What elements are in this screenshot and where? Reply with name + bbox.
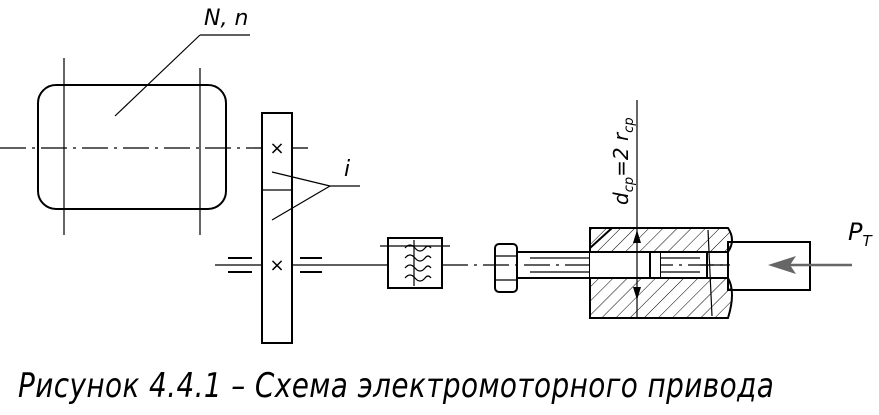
gear-lower-axis-mark: × — [269, 255, 284, 276]
gear-upper-axis-mark: × — [269, 138, 284, 159]
ratio-leader-line — [271, 171, 331, 187]
nut-section — [589, 227, 733, 319]
diameter-dimension: dср=2 rср — [609, 100, 641, 318]
gear-pair — [261, 112, 293, 344]
figure-caption: Рисунок 4.4.1 – Схема электромоторного п… — [18, 366, 775, 406]
gear-transmission: × × i — [228, 112, 360, 344]
motor-leader-line — [114, 34, 201, 117]
load-label: PT — [848, 218, 873, 250]
electric-motor: N, n — [0, 6, 262, 235]
load-force-arrow: PT — [768, 218, 873, 274]
gear-ratio-label: i — [344, 157, 350, 182]
motor-label: N, n — [204, 6, 248, 31]
coupling — [380, 237, 450, 289]
screw-head — [494, 243, 518, 293]
diameter-label: dср=2 rср — [609, 117, 637, 205]
